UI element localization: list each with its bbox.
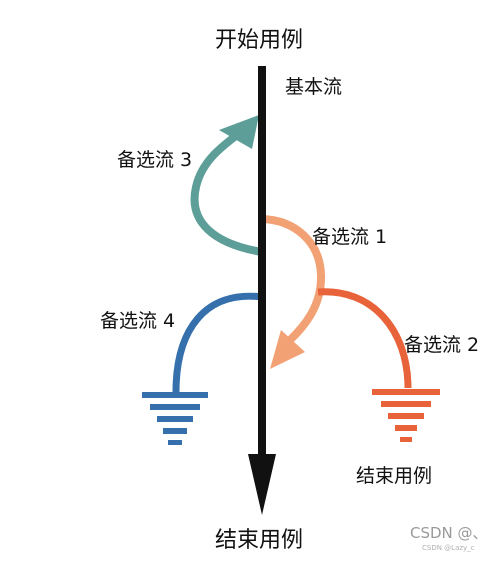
alt-flow-2-path [317, 288, 440, 442]
alt-flow-4-ground-icon [142, 392, 208, 445]
alt-flow-1-path [261, 215, 326, 369]
alt-end-label: 结束用例 [356, 465, 433, 487]
alt-flow-1-label: 备选流 1 [312, 226, 388, 248]
basic-flow-arrow [248, 66, 276, 515]
alt-flow-2-label: 备选流 2 [404, 334, 480, 356]
alt-flow-4-path [142, 292, 263, 445]
alt-flow-3-label: 备选流 3 [117, 149, 193, 171]
end-label: 结束用例 [215, 528, 304, 553]
basic-flow-arrowhead [248, 454, 276, 515]
alt-flow-3-arrowhead [219, 115, 259, 149]
alt-flow-4-label: 备选流 4 [100, 310, 176, 332]
start-label: 开始用例 [215, 28, 304, 53]
watermark-main: CSDN @、 [410, 524, 488, 542]
alt-flow-3-path [190, 115, 263, 256]
watermark-sub: CSDN @Lazy_c [422, 544, 475, 552]
basic-flow-label: 基本流 [285, 76, 343, 98]
alt-flow-2-ground-icon [372, 389, 440, 442]
alt-flow-1-arrowhead [270, 330, 305, 369]
